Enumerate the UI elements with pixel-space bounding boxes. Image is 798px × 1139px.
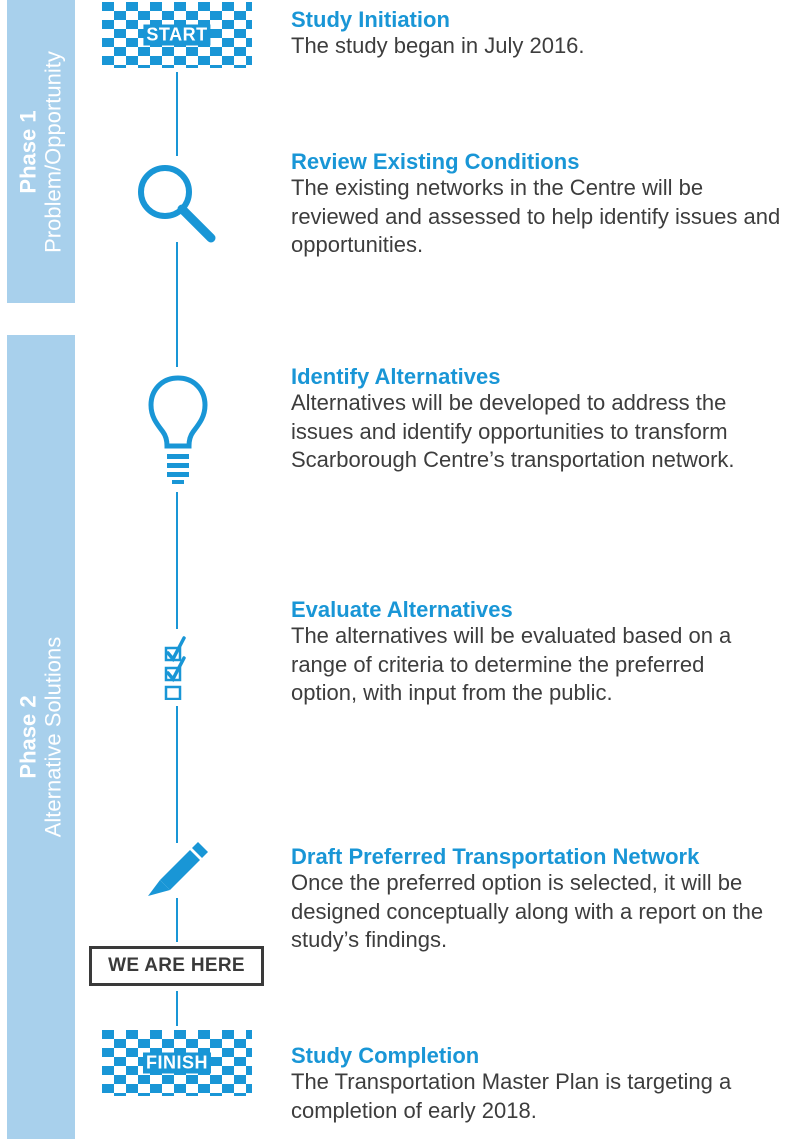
phase-2-subtitle: Alternative Solutions — [40, 636, 65, 838]
step-description: The study began in July 2016. — [291, 33, 585, 59]
step-draft-preferred-network: Draft Preferred Transportation Network O… — [291, 844, 796, 955]
phase-2-bar: Phase 2 Alternative Solutions — [7, 335, 75, 1139]
finish-flag: FINISH — [102, 1030, 252, 1096]
step-description: The Transportation Master Plan is target… — [291, 1069, 732, 1123]
timeline-connector — [176, 706, 178, 843]
timeline-connector — [176, 492, 178, 629]
step-title: Draft Preferred Transportation Network — [291, 844, 700, 869]
step-title: Evaluate Alternatives — [291, 597, 513, 622]
finish-label: FINISH — [142, 1052, 212, 1074]
step-description: The alternatives will be evaluated based… — [291, 623, 732, 706]
step-description: Once the preferred option is selected, i… — [291, 870, 764, 953]
step-review-existing-conditions: Review Existing Conditions The existing … — [291, 149, 796, 260]
timeline-connector — [176, 991, 178, 1026]
current-position-marker: WE ARE HERE — [89, 946, 264, 986]
step-study-completion: Study Completion The Transportation Mast… — [291, 1043, 796, 1125]
timeline-connector — [176, 72, 178, 156]
step-title: Review Existing Conditions — [291, 149, 580, 174]
timeline-connector — [176, 242, 178, 367]
start-label: START — [143, 24, 211, 46]
step-evaluate-alternatives: Evaluate Alternatives The alternatives w… — [291, 597, 796, 708]
phase-2-title: Phase 2 — [15, 695, 41, 779]
phase-1-title: Phase 1 — [15, 109, 41, 194]
magnifier-icon — [135, 162, 217, 244]
step-title: Identify Alternatives — [291, 364, 501, 389]
checklist-icon — [158, 636, 202, 701]
step-identify-alternatives: Identify Alternatives Alternatives will … — [291, 364, 796, 475]
phase-1-subtitle: Problem/Opportunity — [40, 50, 65, 253]
timeline-connector — [176, 898, 178, 942]
step-title: Study Completion — [291, 1043, 480, 1068]
lightbulb-icon — [148, 374, 208, 490]
step-description: Alternatives will be developed to addres… — [291, 390, 735, 473]
step-description: The existing networks in the Centre will… — [291, 175, 781, 258]
step-study-initiation: Study Initiation The study began in July… — [291, 7, 796, 61]
phase-1-bar: Phase 1 Problem/Opportunity — [7, 0, 75, 303]
pencil-icon — [144, 834, 208, 898]
start-flag: START — [102, 2, 252, 68]
step-title: Study Initiation — [291, 7, 450, 32]
